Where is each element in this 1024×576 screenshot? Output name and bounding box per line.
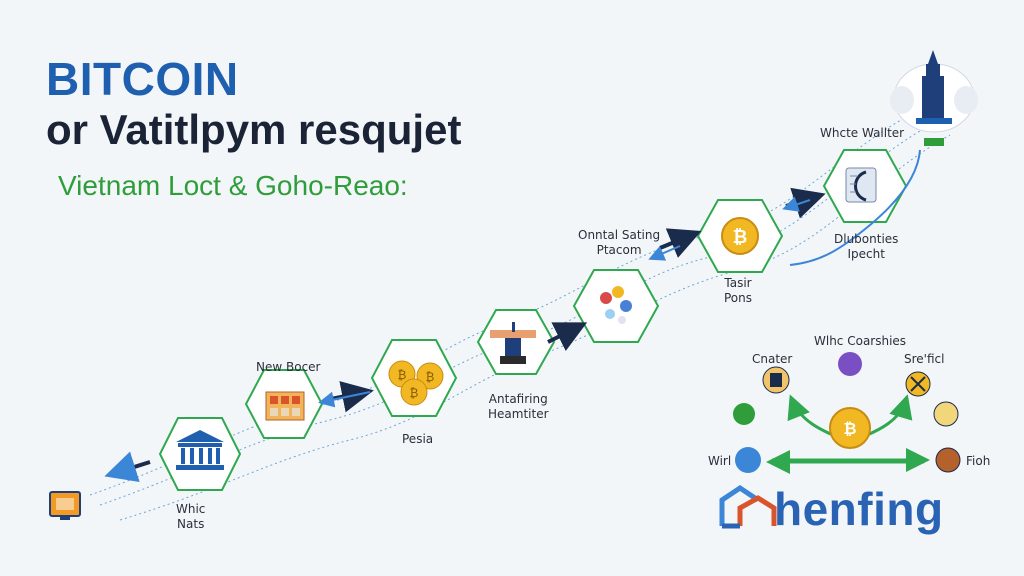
- green-node-icon: [733, 403, 755, 425]
- svg-text:₿: ₿: [843, 419, 856, 438]
- wallet-connector: [789, 149, 921, 266]
- bitcoin-icon: ₿: [721, 217, 759, 255]
- label-market: New Bocer: [256, 360, 321, 374]
- label-coins: Pesia: [402, 432, 434, 446]
- network-label-top-right: Sre'ficl: [904, 352, 945, 366]
- svg-text:₿: ₿: [426, 370, 435, 384]
- gems-icon: [600, 286, 632, 324]
- network-label-bottom-left: Wirl: [708, 454, 732, 468]
- svg-text:₿: ₿: [733, 227, 748, 248]
- document-icon: [845, 167, 877, 203]
- box-node-icon: [935, 447, 961, 473]
- brand-logo-icon: [719, 484, 777, 529]
- monitor-icon: [49, 491, 81, 520]
- center-coin-icon: [829, 407, 871, 449]
- subtitle: Vietnam Loct & Goho-Reao:: [58, 170, 408, 201]
- network-title: Wlhc Coarshies: [814, 334, 907, 348]
- title-line-2: or Vatitlpym resqujet: [46, 106, 462, 153]
- svg-text:₿: ₿: [410, 386, 419, 400]
- network-cluster: ₿: [733, 352, 961, 474]
- network-label-bottom-right: Fioh: [966, 454, 991, 468]
- market-icon: [265, 391, 305, 421]
- shield-node-icon: [933, 401, 959, 427]
- hex-gems: [572, 269, 660, 343]
- coins-icon: ₿ ₿ ₿: [388, 360, 444, 406]
- label-wallet: Whcte Wallter: [820, 126, 905, 140]
- network-label-top-left: Cnater: [752, 352, 793, 366]
- svg-text:₿: ₿: [398, 368, 407, 382]
- hex-nodes: [158, 149, 908, 491]
- return-arrows: [318, 196, 811, 408]
- brand-name: henfing: [774, 483, 944, 535]
- title-line-1: BITCOIN: [46, 53, 239, 105]
- globe-node-icon: [735, 447, 761, 473]
- purple-node-icon: [838, 352, 862, 376]
- bank-icon: [176, 430, 224, 470]
- machine-icon: [490, 322, 536, 364]
- temple-icon: [890, 50, 978, 146]
